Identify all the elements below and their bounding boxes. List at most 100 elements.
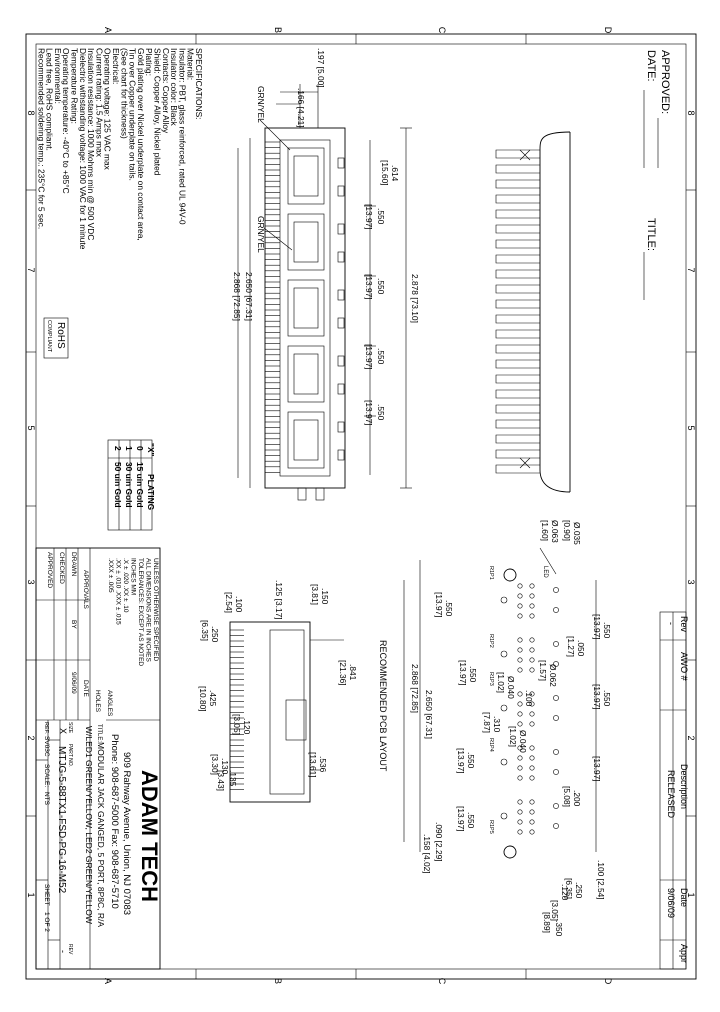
port-cavity [293,155,319,197]
pcb-hole [529,809,535,815]
pcb-hole [517,691,523,697]
title-line-1: MODULAR JACK GANGED, 5 PORT, 8P8C, R/A [96,742,106,927]
pin-label: R1P2 [488,634,494,648]
revision-block: Rev AWO # Description Date Appr - RELEAS… [659,611,689,970]
pcb-layout-label: RECOMMENDED PCB LAYOUT [378,640,388,772]
sheet-label: SHEET [43,884,50,906]
dim-label: [1.60] [540,520,550,541]
pcb-hole [517,657,523,663]
dim-label: [10.80] [198,686,208,712]
zone-label: 3 [26,579,36,584]
port-cavity [293,353,319,395]
spec-line: Insulator: PBT, glass reinforced, rated … [177,48,187,225]
dimension-labels: .166 [4.21] .197 [5.00] .614 [15.60] .55… [198,48,612,937]
dim-label: [3.81] [310,584,320,605]
dim-label: .550 [602,622,612,639]
title-block [35,547,161,970]
dim-label: .197 [5.00] [316,48,326,88]
led-hole [553,803,559,809]
led-color-label: GRN/YEL [256,86,266,123]
dim-label: .425 [208,690,218,707]
pcb-hole [529,667,535,673]
spec-line: Temperature Rating: [70,48,80,124]
spec-line: Environmental: [53,48,63,104]
zone-label: 8 [26,110,36,115]
zone-label: 5 [686,425,696,430]
side-pin [495,224,540,234]
side-pin [495,164,540,174]
dim-label: [13.97] [364,274,374,300]
dim-label: .158 [4.02] [422,834,432,874]
description-header: Description [679,764,689,809]
holes-label: HOLES [94,690,101,713]
zone-label: 1 [26,892,36,897]
pcb-hole [529,721,535,727]
company-info: ADAM TECH 909 Rahway Avenue, Union, NJ 0… [109,734,162,915]
port-opening [287,411,325,469]
pcb-hole [529,583,535,589]
dim-label: .550 [376,208,386,225]
led-hole [553,641,559,647]
pcb-hole [529,701,535,707]
side-pin [495,299,540,309]
dim-label: .350 [554,920,564,937]
pcb-hole [529,711,535,717]
plating-row-value: 30 uin Gold [124,462,134,508]
size-label: SIZE [67,722,73,734]
spec-line: Contacts: Copper Alloy [161,48,171,134]
zone-label: B [273,978,283,984]
led-window [337,449,345,461]
dim-label: .050 [576,640,586,657]
side-pin [495,404,540,414]
tolerance-line: UNLESS OTHERWISE SPECIFIED [152,558,159,661]
dim-label: .120 [560,884,570,901]
port-cavity [293,287,319,329]
pcb-hole [517,745,523,751]
led-window [337,251,345,263]
dim-label: Ø.040 [506,676,516,699]
pin-label: R1P5 [488,820,494,834]
title-field-label: TITLE: [96,724,102,742]
zone-label: A [103,27,113,33]
dim-label: .550 [602,690,612,707]
dim-label: .550 [376,404,386,421]
dim-label: .250 [574,882,584,899]
led-window [337,383,345,395]
led-window [337,355,345,367]
scale-value: NTS [43,792,50,806]
spec-line: Operating voltage: 125 VAC max [103,48,113,171]
zone-label: 3 [686,579,696,584]
dim-label: .550 [376,348,386,365]
awo-header: AWO # [679,652,689,681]
led-color-label: GRN/YEL [256,216,266,253]
spec-line: Shield: Copper Alloy, Nickel plated [153,48,163,176]
side-pin [495,419,540,429]
pcb-hole [517,819,523,825]
zone-label: 1 [686,892,696,897]
drawn-date: 9/06/09 [70,672,77,694]
spec-line: (See chart for thickness) [119,48,129,139]
dim-label: 2.650 [67.31] [424,690,434,739]
spec-line: Material: [186,48,196,80]
spec-line: Plating: [144,48,154,76]
pcb-hole [529,745,535,751]
dim-label: [1.02] [508,726,518,747]
side-pin [495,314,540,324]
dim-label: .150 [320,588,330,605]
checked-label: CHECKED [58,552,65,584]
pcb-hole [517,647,523,653]
dim-label: [6.35] [564,878,574,899]
pcb-hole [517,755,523,761]
dim-label: [3.43] [216,770,226,791]
led-window [337,317,345,329]
dim-label: .550 [466,812,476,829]
pcb-hole [529,799,535,805]
side-pin [495,239,540,249]
pcb-hole [517,583,523,589]
rev-value: - [58,950,68,953]
side-pin [495,284,540,294]
led-hole [553,587,559,593]
tolerance-line: INCHES MM [130,558,137,595]
zone-label: C [437,27,447,34]
spec-line: Insulator color: Black [169,48,179,127]
